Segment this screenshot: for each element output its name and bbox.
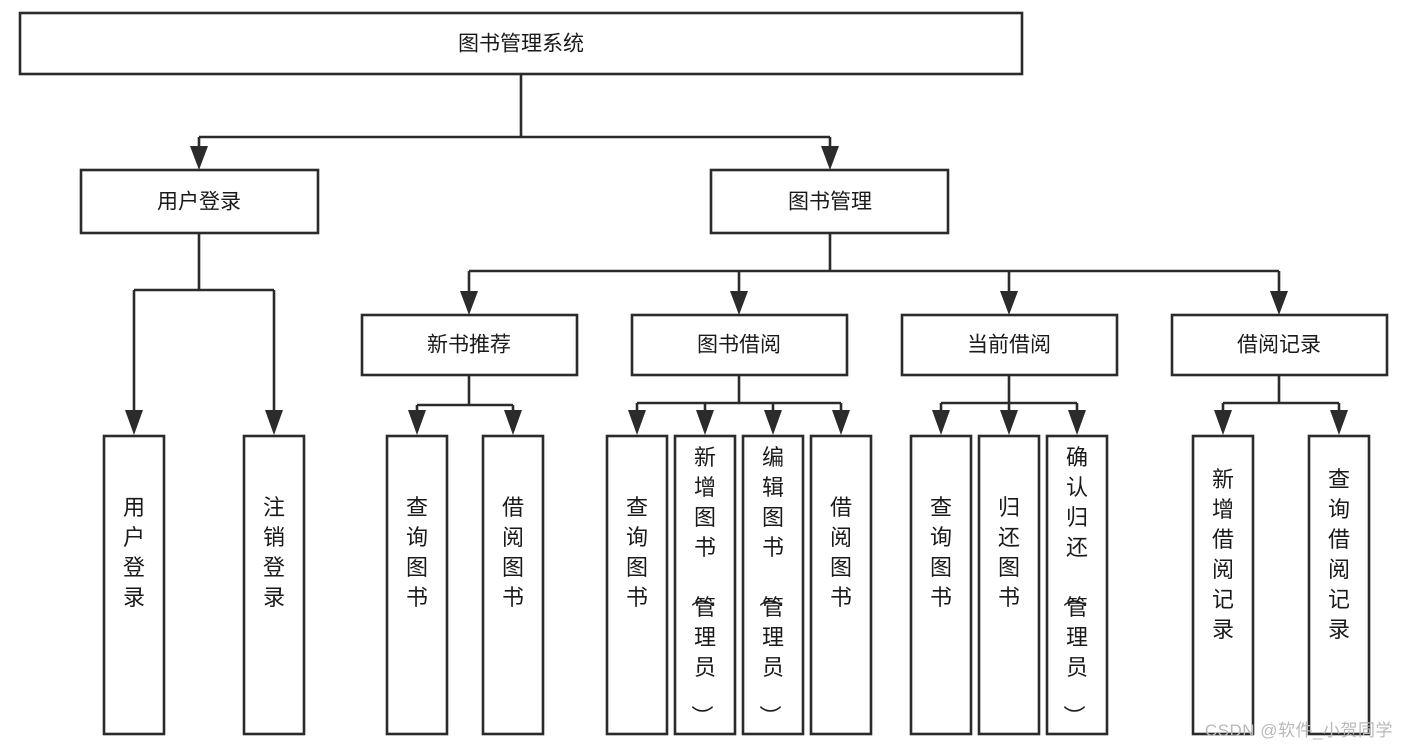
node-leaf-add-record-box[interactable] <box>1191 434 1255 736</box>
node-borrow-record[interactable]: 借阅记录 <box>1170 313 1389 377</box>
node-leaf-query-book-3-box[interactable] <box>909 434 973 736</box>
node-book-management[interactable]: 图书管理 <box>709 168 950 235</box>
arrowhead-leaf-return-book <box>1000 410 1018 435</box>
node-leaf-borrow-book-1-label: 借阅图书 <box>502 495 524 610</box>
arrowhead-leaf-add-record <box>1214 410 1232 435</box>
node-leaf-add-record[interactable]: 新增借阅记录 <box>1191 434 1255 736</box>
arrowhead-leaf-borrow-book-2 <box>832 410 850 435</box>
node-leaf-confirm-return-box[interactable] <box>1045 434 1109 736</box>
arrowhead-leaf-query-book-3 <box>932 410 950 435</box>
arrowhead-book-borrow <box>730 291 748 315</box>
arrowhead-leaf-query-book-1 <box>408 410 426 435</box>
node-leaf-add-book-box[interactable] <box>673 434 737 736</box>
arrowhead-leaf-logout <box>265 410 283 435</box>
node-new-book-recommend-label: 新书推荐 <box>427 334 511 357</box>
node-book-management-label: 图书管理 <box>788 191 872 214</box>
node-leaf-return-book[interactable]: 归还图书 <box>977 434 1041 736</box>
arrowhead-leaf-borrow-book-1 <box>504 410 522 435</box>
node-leaf-query-record-box[interactable] <box>1307 434 1371 736</box>
node-leaf-add-book-label: 新增图书（管理员） <box>689 445 716 727</box>
node-current-borrow[interactable]: 当前借阅 <box>900 313 1119 377</box>
node-leaf-query-record-label: 查询借阅记录 <box>1328 467 1350 642</box>
node-leaf-add-book[interactable]: 新增图书（管理员） <box>673 434 737 736</box>
node-current-borrow-label: 当前借阅 <box>967 334 1051 357</box>
node-leaf-logout[interactable]: 注销登录 <box>242 434 306 736</box>
node-leaf-user-login-label: 用户登录 <box>123 495 145 610</box>
arrowhead-leaf-query-book-2 <box>628 410 646 435</box>
node-leaf-return-book-label: 归还图书 <box>998 495 1020 610</box>
arrowhead-current-borrow <box>1000 291 1018 315</box>
node-root-label: 图书管理系统 <box>458 33 584 56</box>
csdn-watermark: CSDN @软件_小贺同学 <box>1204 721 1393 740</box>
node-new-book-recommend[interactable]: 新书推荐 <box>360 313 579 377</box>
node-user-login[interactable]: 用户登录 <box>79 168 320 235</box>
node-leaf-edit-book-label: 编辑图书（管理员） <box>757 445 784 727</box>
arrowhead-leaf-edit-book <box>764 410 782 435</box>
node-root-box[interactable] <box>18 11 1024 76</box>
node-book-management-box[interactable] <box>709 168 950 235</box>
node-new-book-recommend-box[interactable] <box>360 313 579 377</box>
node-book-borrow[interactable]: 图书借阅 <box>630 313 849 377</box>
node-leaf-borrow-book-1-box[interactable] <box>481 434 545 736</box>
node-leaf-user-login-box[interactable] <box>102 434 166 736</box>
node-leaf-query-book-1[interactable]: 查询图书 <box>385 434 449 736</box>
node-leaf-return-book-box[interactable] <box>977 434 1041 736</box>
connector-layer <box>125 74 1348 435</box>
node-leaf-edit-book-box[interactable] <box>741 434 805 736</box>
node-leaf-logout-box[interactable] <box>242 434 306 736</box>
node-user-login-box[interactable] <box>79 168 320 235</box>
arrowhead-book-management <box>821 146 839 170</box>
node-leaf-query-record[interactable]: 查询借阅记录 <box>1307 434 1371 736</box>
node-user-login-label: 用户登录 <box>157 191 241 214</box>
node-leaf-query-book-2-box[interactable] <box>605 434 669 736</box>
arrowhead-new-book-recommend <box>460 291 478 315</box>
arrowhead-user-login <box>190 146 208 170</box>
node-book-borrow-box[interactable] <box>630 313 849 377</box>
node-leaf-confirm-return-label: 确认归还（管理员） <box>1061 445 1088 727</box>
node-borrow-record-box[interactable] <box>1170 313 1389 377</box>
node-leaf-query-book-3[interactable]: 查询图书 <box>909 434 973 736</box>
node-leaf-edit-book[interactable]: 编辑图书（管理员） <box>741 434 805 736</box>
arrowhead-leaf-add-book <box>696 410 714 435</box>
node-leaf-add-record-label: 新增借阅记录 <box>1212 467 1234 642</box>
node-leaf-borrow-book-2-label: 借阅图书 <box>830 495 852 610</box>
node-leaf-query-book-1-box[interactable] <box>385 434 449 736</box>
node-leaf-logout-label: 注销登录 <box>263 495 285 610</box>
node-leaf-borrow-book-2[interactable]: 借阅图书 <box>809 434 873 736</box>
node-leaf-query-book-3-label: 查询图书 <box>930 495 952 610</box>
arrowhead-leaf-query-record <box>1330 410 1348 435</box>
arrowhead-leaf-user-login <box>125 410 143 435</box>
arrowhead-leaf-confirm-return <box>1068 410 1086 435</box>
node-leaf-borrow-book-1[interactable]: 借阅图书 <box>481 434 545 736</box>
node-borrow-record-label: 借阅记录 <box>1237 334 1321 357</box>
node-leaf-user-login[interactable]: 用户登录 <box>102 434 166 736</box>
arrowhead-borrow-record <box>1270 291 1288 315</box>
node-leaf-query-book-2-label: 查询图书 <box>626 495 648 610</box>
node-book-borrow-label: 图书借阅 <box>697 334 781 357</box>
node-leaf-query-book-1-label: 查询图书 <box>406 495 428 610</box>
node-current-borrow-box[interactable] <box>900 313 1119 377</box>
node-leaf-query-book-2[interactable]: 查询图书 <box>605 434 669 736</box>
node-leaf-borrow-book-2-box[interactable] <box>809 434 873 736</box>
node-root[interactable]: 图书管理系统 <box>18 11 1024 76</box>
node-leaf-confirm-return[interactable]: 确认归还（管理员） <box>1045 434 1109 736</box>
